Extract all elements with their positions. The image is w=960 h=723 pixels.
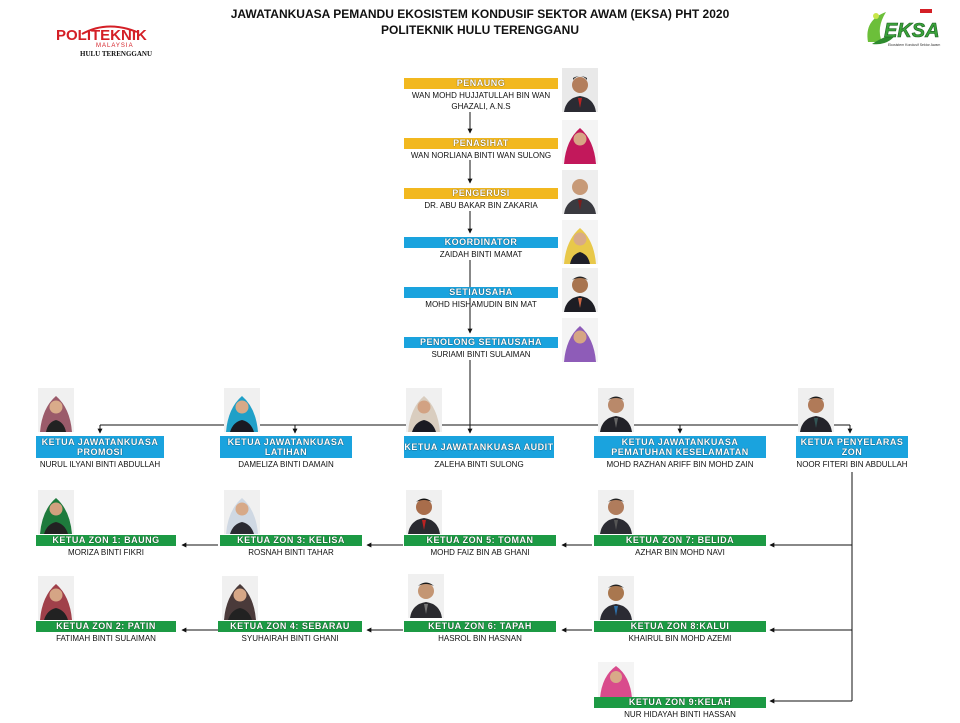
name-pematuhan: MOHD RAZHAN ARIFF BIN MOHD ZAIN [606,460,754,469]
role-zon-8: KETUA ZON 8:KALUI [594,621,766,632]
chart-title: JAWATANKUASA PEMANDU EKOSISTEM KONDUSIF … [230,7,730,21]
role-promosi: KETUA JAWATANKUASA PROMOSI [36,436,164,458]
role-zon-5: KETUA ZON 5: TOMAN [404,535,556,546]
name-zon-6: HASROL BIN HASNAN [438,634,522,643]
name-promosi: NURUL ILYANI BINTI ABDULLAH [39,460,161,469]
portrait-zon-3 [224,490,260,534]
role-zon-3: KETUA ZON 3: KELISA [220,535,362,546]
name-zon-2: FATIMAH BINTI SULAIMAN [56,634,156,643]
name-zon-3: ROSNAH BINTI TAHAR [248,548,334,557]
name-zon-7: AZHAR BIN MOHD NAVI [635,548,725,557]
name-zon-4: SYUHAIRAH BINTI GHANI [241,634,339,643]
portrait-penasihat [562,120,598,164]
portrait-zon-8 [598,576,634,620]
name-latihan: DAMELIZA BINTI DAMAIN [238,460,334,469]
role-zon-1: KETUA ZON 1: BAUNG [36,535,176,546]
role-zon-6: KETUA ZON 6: TAPAH [404,621,556,632]
svg-text:POLITEKNIK: POLITEKNIK [56,27,147,44]
role-zon-4: KETUA ZON 4: SEBARAU [218,621,362,632]
portrait-latihan [224,388,260,432]
role-setiausaha: SETIAUSAHA [404,287,558,298]
role-penasihat: PENASIHAT [404,138,558,149]
portrait-zon-6 [408,574,444,618]
svg-text:EKSA: EKSA [884,20,940,42]
portrait-zon-1 [38,490,74,534]
role-koordinator: KOORDINATOR [404,237,558,248]
portrait-penolong-setiausaha [562,318,598,362]
chart-subtitle: POLITEKNIK HULU TERENGGANU [381,23,579,37]
portrait-penaung [562,68,598,112]
name-penolong-setiausaha: SURIAMI BINTI SULAIMAN [431,350,531,359]
portrait-zon-7 [598,490,634,534]
portrait-pengerusi [562,170,598,214]
svg-text:MALAYSIA: MALAYSIA [96,43,134,49]
role-zon-9: KETUA ZON 9:KELAH [594,697,766,708]
role-zon-7: KETUA ZON 7: BELIDA [594,535,766,546]
portrait-setiausaha [562,268,598,312]
role-zon-2: KETUA ZON 2: PATIN [36,621,176,632]
portrait-promosi [38,388,74,432]
role-penaung: PENAUNG [404,78,558,89]
portrait-zon-2 [38,576,74,620]
politeknik-logo: POLITEKNIK MALAYSIA HULU TERENGGANU [52,22,167,62]
svg-text:HULU TERENGGANU: HULU TERENGGANU [80,50,152,58]
role-audit: KETUA JAWATANKUASA AUDIT [404,436,554,458]
portrait-pematuhan [598,388,634,432]
portrait-audit [406,388,442,432]
name-penaung: WAN MOHD HUJJATULLAH BIN WAN GHAZALI, A.… [411,91,551,111]
eksa-logo: EKSA Ekosistem Kondusif Sektor Awam [862,6,954,50]
name-penasihat: WAN NORLIANA BINTI WAN SULONG [410,151,552,160]
name-zon-9: NUR HIDAYAH BINTI HASSAN [624,710,736,719]
role-pengerusi: PENGERUSI [404,188,558,199]
name-koordinator: ZAIDAH BINTI MAMAT [439,250,523,259]
svg-text:Ekosistem Kondusif Sektor Awam: Ekosistem Kondusif Sektor Awam [888,43,940,47]
role-latihan: KETUA JAWATANKUASA LATIHAN [220,436,352,458]
role-penyelaras-zon: KETUA PENYELARAS ZON [796,436,908,458]
role-penolong-setiausaha: PENOLONG SETIAUSAHA [404,337,558,348]
role-pematuhan: KETUA JAWATANKUASA PEMATUHAN KESELAMATAN [594,436,766,458]
name-penyelaras-zon: NOOR FITERI BIN ABDULLAH [796,460,908,469]
name-zon-5: MOHD FAIZ BIN AB GHANI [430,548,530,557]
portrait-zon-4 [222,576,258,620]
name-setiausaha: MOHD HISHAMUDIN BIN MAT [425,300,537,309]
name-pengerusi: DR. ABU BAKAR BIN ZAKARIA [424,201,538,210]
portrait-zon-9 [598,662,634,698]
name-zon-1: MORIZA BINTI FIKRI [67,548,144,557]
name-audit: ZALEHA BINTI SULONG [434,460,524,469]
portrait-penyelaras-zon [798,388,834,432]
portrait-koordinator [562,220,598,264]
name-zon-8: KHAIRUL BIN MOHD AZEMI [628,634,732,643]
portrait-zon-5 [406,490,442,534]
